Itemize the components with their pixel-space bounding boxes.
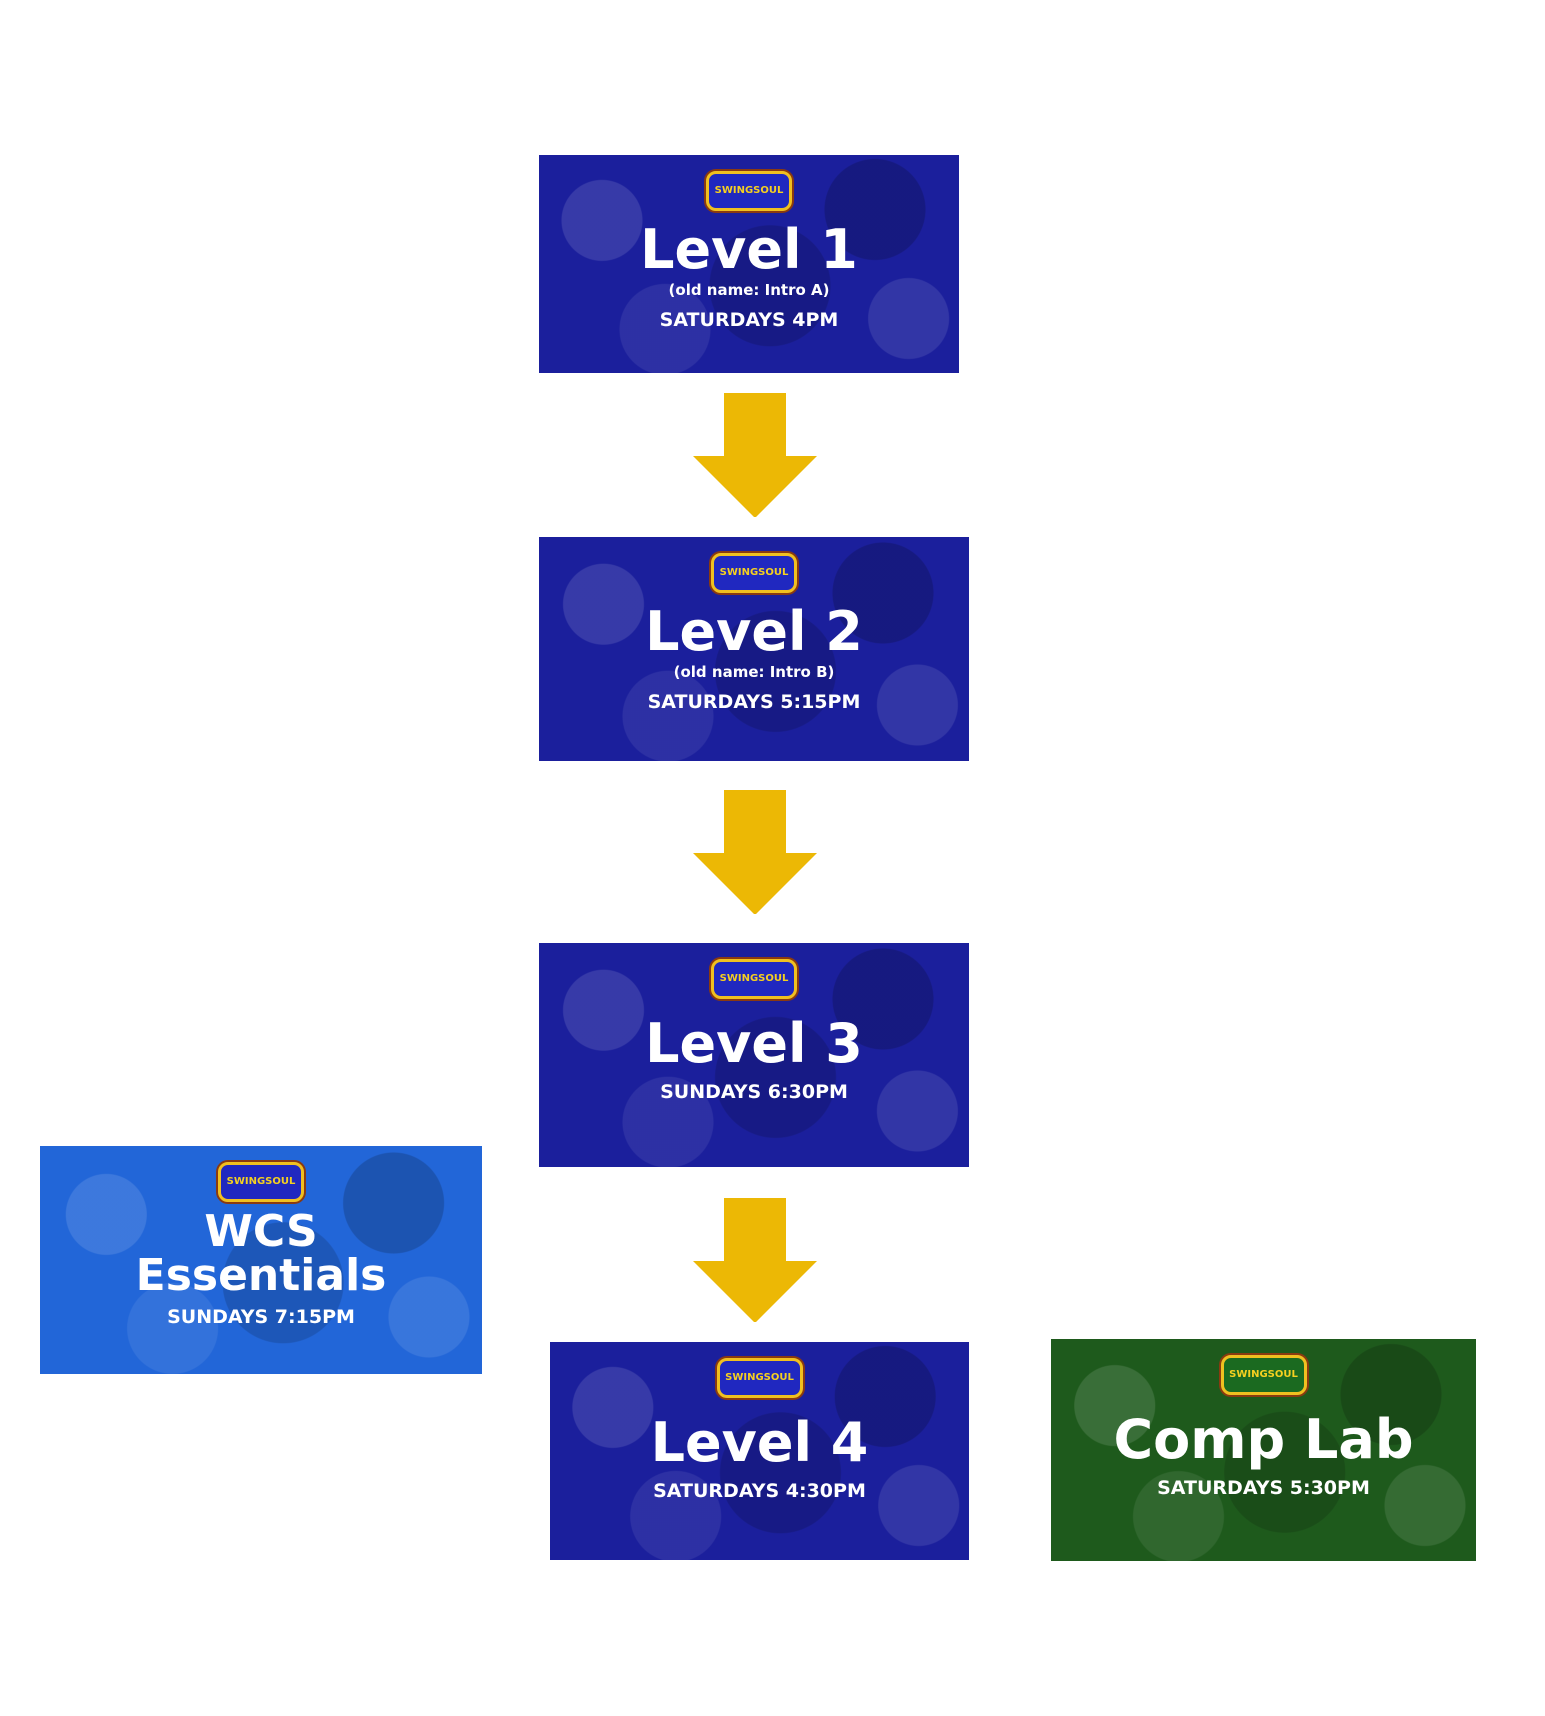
swingsoul-logo: SWINGSOUL <box>706 171 792 211</box>
swingsoul-logo: SWINGSOUL <box>711 553 797 593</box>
level-3-card: SWINGSOUL Level 3 SUNDAYS 6:30PM <box>539 943 969 1167</box>
card-subtitle: (old name: Intro B) <box>673 663 835 681</box>
down-arrow-icon <box>693 393 817 517</box>
level-2-card: SWINGSOUL Level 2 (old name: Intro B) SA… <box>539 537 969 761</box>
swingsoul-logo: SWINGSOUL <box>1220 1355 1307 1395</box>
swingsoul-logo: SWINGSOUL <box>218 1162 304 1202</box>
level-4-card: SWINGSOUL Level 4 SATURDAYS 4:30PM <box>550 1342 969 1560</box>
down-arrow-icon <box>693 790 817 914</box>
swingsoul-logo: SWINGSOUL <box>716 1358 803 1398</box>
card-title: Level 2 <box>645 600 863 663</box>
card-time: SATURDAYS 5:15PM <box>647 691 861 713</box>
card-subtitle: (old name: Intro A) <box>668 281 830 299</box>
card-title: Comp Lab <box>1113 1408 1414 1471</box>
down-arrow-icon <box>693 1198 817 1322</box>
card-title: Level 4 <box>650 1411 869 1474</box>
wcs-essentials-card: SWINGSOUL WCS Essentials SUNDAYS 7:15PM <box>40 1146 482 1374</box>
card-time: SATURDAYS 5:30PM <box>1157 1477 1370 1499</box>
card-title: Level 1 <box>640 218 858 281</box>
card-title: Level 3 <box>645 1012 863 1075</box>
card-time: SUNDAYS 6:30PM <box>660 1081 848 1103</box>
level-1-card: SWINGSOUL Level 1 (old name: Intro A) SA… <box>539 155 959 373</box>
comp-lab-card: SWINGSOUL Comp Lab SATURDAYS 5:30PM <box>1051 1339 1476 1561</box>
swingsoul-logo: SWINGSOUL <box>711 959 797 999</box>
card-title: WCS Essentials <box>135 1206 387 1301</box>
card-time: SATURDAYS 4:30PM <box>653 1480 866 1502</box>
card-time: SATURDAYS 4PM <box>659 309 839 331</box>
card-time: SUNDAYS 7:15PM <box>167 1306 355 1328</box>
